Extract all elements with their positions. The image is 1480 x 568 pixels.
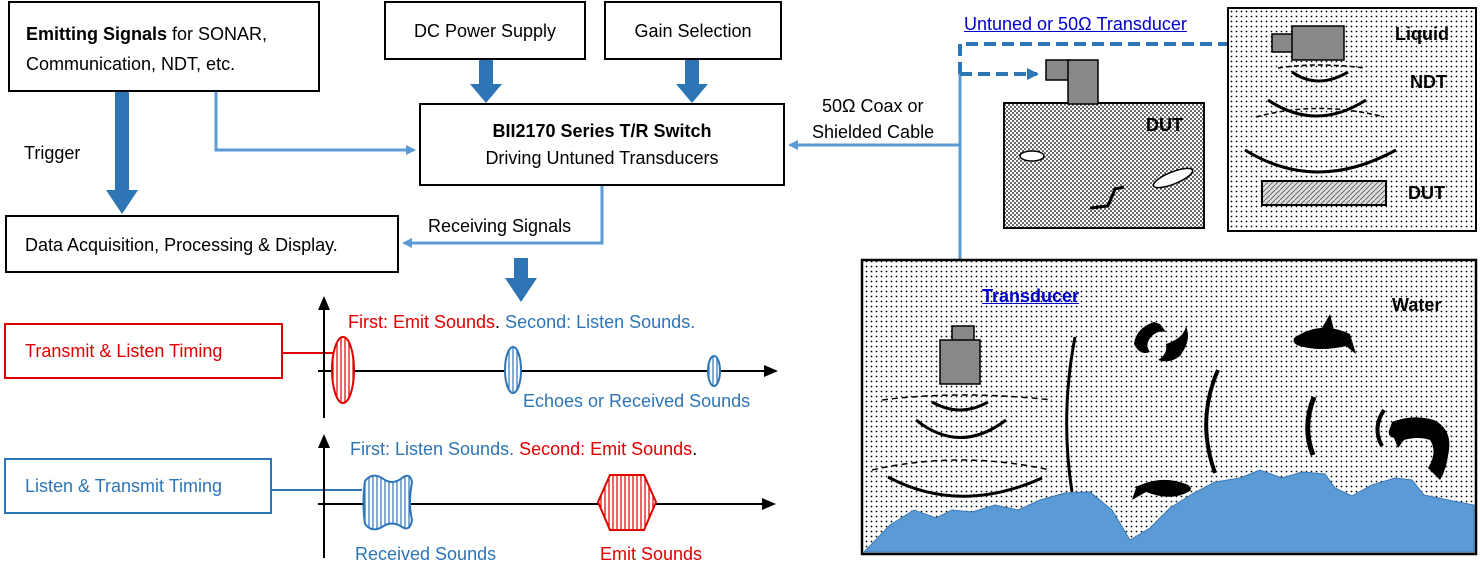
fish-icon (1132, 479, 1191, 500)
echoes-label: Echoes or Received Sounds (523, 391, 751, 411)
tr-switch-box: BII2170 Series T/R Switch Driving Untune… (419, 103, 785, 186)
emitting-rest-text-2: Communication, NDT, etc. (26, 54, 236, 74)
gain-selection-box: Gain Selection (604, 1, 782, 60)
transmit-listen-timing-label: Transmit & Listen Timing (25, 341, 223, 361)
transmit-listen-timing-box: Transmit & Listen Timing (4, 323, 283, 379)
gain-selection-label: Gain Selection (634, 21, 752, 41)
rx-first-text: First: Listen Sounds. (350, 439, 515, 459)
dashed-line-liquid (958, 38, 1264, 74)
timing-tx-graphic (283, 296, 778, 418)
dut-small-label: DUT (1146, 115, 1183, 135)
water-label: Water (1392, 295, 1442, 315)
tr-switch-title: BII2170 Series T/R Switch (492, 121, 712, 141)
receiving-signals-label: Receiving Signals (428, 216, 572, 236)
receive-line (402, 186, 604, 248)
liquid-label: Liquid (1395, 24, 1449, 44)
orca-icon (1293, 314, 1356, 354)
liquid-panel-graphic (1227, 7, 1477, 232)
seabed-rocks (862, 469, 1475, 553)
emitting-rest-text-1: for SONAR, (167, 24, 268, 44)
echo-pulse-1 (504, 346, 522, 394)
emitting-signals-box: Emitting Signals for SONAR, Communicatio… (8, 1, 320, 92)
dut-panel-graphic (1003, 59, 1205, 229)
emit-pulse-hex (596, 474, 658, 531)
trigger-label: Trigger (24, 143, 81, 163)
rx-dot: . (692, 439, 698, 459)
daq-label: Data Acquisition, Processing & Display. (25, 235, 338, 255)
dc-power-label: DC Power Supply (413, 21, 557, 41)
ndt-label: NDT (1410, 72, 1447, 92)
down-arrow-to-timing (505, 258, 537, 302)
rx-second-text: Second: Emit Sounds (514, 439, 693, 459)
emit-sounds-label: Emit Sounds (600, 544, 703, 564)
dut-liquid-label: DUT (1408, 183, 1445, 203)
water-panel-graphic (860, 258, 1478, 556)
tr-switch-subtitle: Driving Untuned Transducers (485, 148, 719, 168)
received-pulse (362, 474, 414, 531)
timing-rx-graphic (272, 434, 776, 558)
coax-label-1: 50Ω Coax or (822, 96, 924, 116)
emit-to-switch-line (214, 92, 416, 155)
echo-pulse-2 (707, 355, 721, 387)
daq-box: Data Acquisition, Processing & Display. (5, 215, 399, 273)
dc-power-box: DC Power Supply (384, 1, 586, 60)
emit-pulse (331, 336, 355, 404)
transducer-link[interactable]: Transducer (982, 286, 1080, 306)
received-sounds-label: Received Sounds (355, 544, 497, 564)
coax-label-2: Shielded Cable (812, 122, 935, 142)
trigger-arrow (106, 92, 138, 214)
tx-second-text: Second: Listen Sounds. (500, 312, 696, 332)
dolphin-icon (1388, 417, 1450, 480)
small-dolphins-icon (1134, 322, 1188, 362)
timing-tx-caption: First: Emit Sounds. Second: Listen Sound… (348, 312, 695, 333)
emitting-bold-text: Emitting Signals (26, 24, 168, 44)
power-arrow (470, 60, 502, 103)
gain-arrow (676, 60, 708, 103)
untuned-transducer-link[interactable]: Untuned or 50Ω Transducer (964, 14, 1187, 34)
tx-first-text: First: Emit Sounds (348, 312, 496, 332)
listen-transmit-timing-box: Listen & Transmit Timing (4, 458, 272, 514)
timing-rx-caption: First: Listen Sounds. Second: Emit Sound… (350, 439, 697, 460)
tx-dot: . (495, 312, 501, 332)
listen-transmit-timing-label: Listen & Transmit Timing (25, 476, 223, 496)
